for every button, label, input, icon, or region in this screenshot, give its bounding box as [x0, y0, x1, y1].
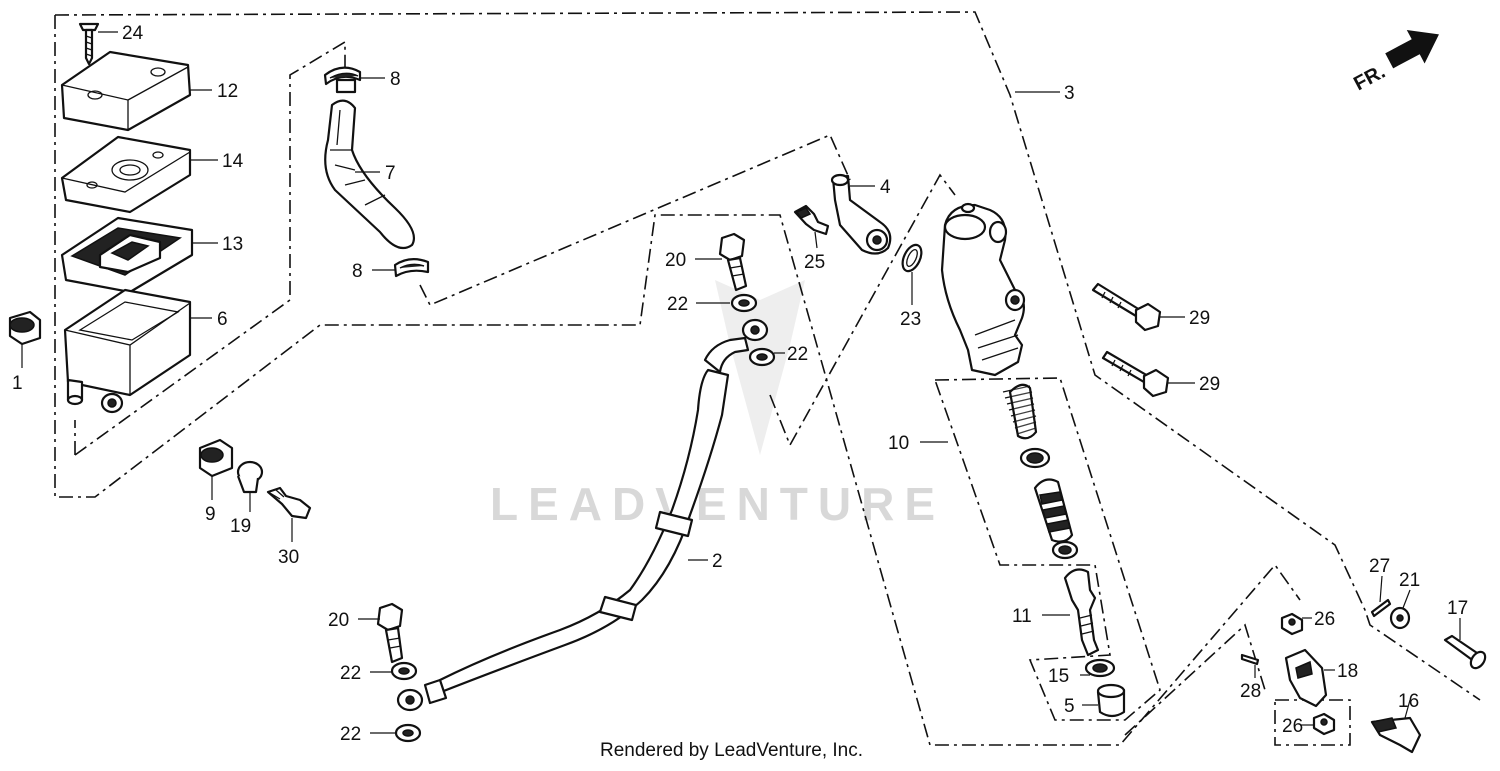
part-22-washer-3[interactable] [390, 661, 418, 681]
part-22-washer-2[interactable] [748, 347, 776, 367]
callout-2: 2 [712, 551, 723, 572]
callout-13: 13 [222, 234, 243, 255]
leader-lines [21, 31, 1461, 734]
part-14-diaphragm-plate[interactable] [60, 135, 192, 214]
watermark-text: LEADVENTURE [490, 478, 945, 530]
part-20-bolt-lower[interactable] [376, 602, 404, 664]
part-10-spring[interactable] [1002, 383, 1038, 440]
callout-26-upper: 26 [1314, 609, 1335, 630]
part-18-clevis[interactable] [1284, 648, 1328, 708]
part-7-reservoir-hose[interactable] [324, 99, 416, 250]
callout-24: 24 [122, 23, 144, 44]
callout-16: 16 [1398, 691, 1419, 712]
callout-20-lower: 20 [328, 610, 349, 631]
reservoir-group-outline [54, 11, 1481, 701]
part-4-hose-joint[interactable] [830, 173, 892, 255]
callout-21: 21 [1399, 570, 1420, 591]
part-22-washer-1[interactable] [730, 293, 758, 313]
callout-5: 5 [1064, 696, 1075, 717]
part-22-washer-4[interactable] [394, 723, 422, 743]
callout-10: 10 [888, 433, 909, 454]
rendered-by-credit: Rendered by LeadVenture, Inc. [600, 740, 863, 761]
callout-7: 7 [385, 163, 396, 184]
reservoir-inner-outline [54, 15, 1301, 746]
callout-18: 18 [1337, 661, 1358, 682]
callout-17: 17 [1447, 598, 1468, 619]
part-10-secondary-seal[interactable] [1051, 540, 1079, 560]
part-15-lock-nut[interactable] [1084, 658, 1116, 678]
callout-19: 19 [230, 516, 251, 537]
master-cylinder-body[interactable] [940, 202, 1026, 377]
callout-6: 6 [217, 309, 228, 330]
part-28-cotter-pin[interactable] [1240, 653, 1260, 666]
part-10-piston[interactable] [1033, 478, 1074, 543]
callout-30: 30 [278, 547, 299, 568]
callout-22-1: 22 [667, 294, 688, 315]
callout-25: 25 [804, 252, 825, 273]
part-23-o-ring[interactable] [899, 242, 925, 274]
part-13-diaphragm[interactable] [60, 216, 194, 294]
callout-20-upper: 20 [665, 250, 686, 271]
callout-labels: 24 12 14 13 6 1 8 7 8 4 25 23 3 20 22 22… [12, 23, 1468, 745]
callout-22-3: 22 [340, 663, 361, 684]
callout-11: 11 [1012, 606, 1032, 627]
hose-outline [74, 40, 851, 456]
part-29-bolt-upper[interactable] [1091, 282, 1162, 332]
part-17-pin[interactable] [1443, 634, 1488, 671]
callout-14: 14 [222, 151, 244, 172]
part-8-hose-clip-lower[interactable] [393, 258, 430, 278]
front-direction-arrow-icon [1385, 29, 1439, 69]
part-5-boot[interactable] [1096, 683, 1126, 718]
part-21-washer[interactable] [1389, 606, 1411, 630]
callout-27: 27 [1369, 556, 1390, 577]
part-19-collar[interactable] [236, 460, 264, 494]
callout-3: 3 [1064, 83, 1075, 104]
part-6-reservoir-body[interactable] [63, 288, 192, 414]
part-2-brake-hose[interactable] [396, 318, 769, 712]
callout-4: 4 [880, 177, 891, 198]
part-26-nut-upper[interactable] [1280, 612, 1304, 636]
part-11-push-rod[interactable] [1063, 568, 1100, 657]
bracket-outline [1124, 623, 1351, 746]
part-16-lever[interactable] [1370, 716, 1422, 754]
part-9-grommet[interactable] [198, 438, 234, 478]
piston-kit-outline [934, 377, 1161, 721]
part-26-nut-lower[interactable] [1312, 712, 1336, 736]
part-20-bolt-upper[interactable] [718, 232, 748, 292]
callout-8-lower: 8 [352, 261, 363, 282]
front-direction-label: FR. [1350, 61, 1389, 96]
callout-12: 12 [217, 81, 238, 102]
watermark-logo-icon [715, 280, 805, 455]
callout-1: 1 [12, 373, 23, 394]
part-12-reservoir-cap[interactable] [60, 50, 192, 132]
part-1-grommet[interactable] [8, 310, 42, 346]
part-30-bolt[interactable] [266, 486, 312, 520]
part-8-hose-clip-upper[interactable] [323, 66, 362, 94]
callout-8-upper: 8 [390, 69, 401, 90]
part-10-cup-seal[interactable] [1019, 447, 1051, 469]
callout-29-upper: 29 [1189, 308, 1210, 329]
front-direction-indicator: FR. [1350, 29, 1439, 96]
master-cylinder-outline [769, 173, 956, 447]
callout-9: 9 [205, 504, 216, 525]
part-27-cotter-pin[interactable] [1370, 598, 1392, 618]
part-29-bolt-lower[interactable] [1101, 350, 1170, 398]
callout-29-lower: 29 [1199, 374, 1220, 395]
callout-15: 15 [1048, 666, 1069, 687]
part-25-bleed-valve[interactable] [793, 204, 830, 236]
callout-28: 28 [1240, 681, 1261, 702]
part-24-screw[interactable] [78, 22, 100, 66]
callout-23: 23 [900, 309, 921, 330]
callout-22-4: 22 [340, 724, 361, 745]
callout-22-2: 22 [787, 344, 808, 365]
callout-26-lower: 26 [1282, 716, 1303, 737]
